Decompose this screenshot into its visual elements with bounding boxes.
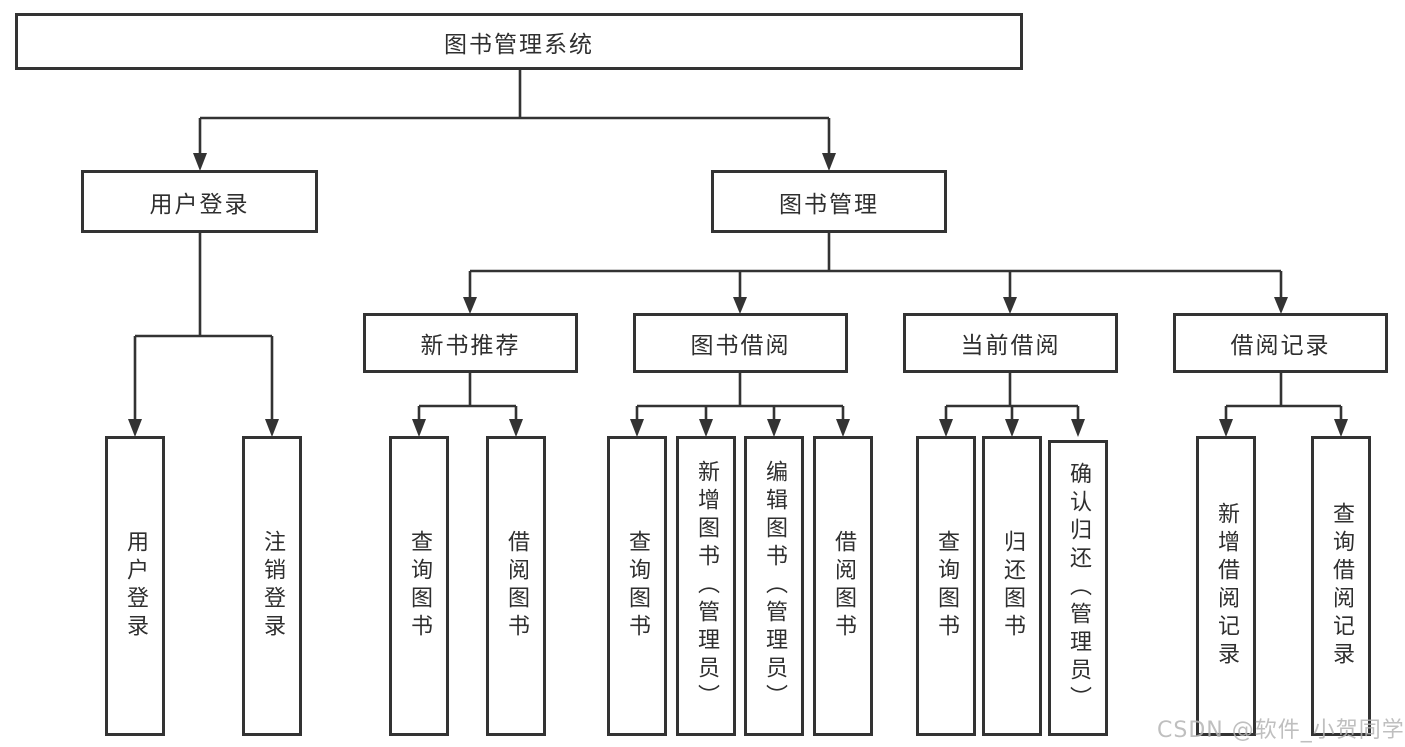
leaf-label: 借阅图书 <box>831 530 856 642</box>
arrow-down-icon <box>836 419 850 437</box>
node-borrow-records: 借阅记录 <box>1173 313 1388 373</box>
arrow-down-icon <box>463 297 477 314</box>
branch-user-login <box>128 232 279 437</box>
node-user-login: 用户登录 <box>81 170 318 233</box>
node-book-management: 图书管理 <box>711 170 947 233</box>
leaf-label: 用户登录 <box>123 530 148 642</box>
arrow-down-icon <box>1274 297 1288 314</box>
arrow-down-icon <box>193 153 207 171</box>
arrow-down-icon <box>265 419 279 437</box>
leaf-label: 查询借阅记录 <box>1329 502 1354 670</box>
leaf-label: 注销登录 <box>260 530 285 642</box>
arrow-down-icon <box>1334 419 1348 437</box>
node-leaf-add-borrow-record: 新增借阅记录 <box>1196 436 1256 736</box>
arrow-down-icon <box>412 419 426 437</box>
branch-book-management <box>463 232 1288 314</box>
node-leaf-confirm-return-admin: 确认归还（管理员） <box>1048 440 1108 736</box>
arrow-down-icon <box>128 419 142 437</box>
leaf-label: 确认归还（管理员） <box>1066 462 1091 714</box>
leaf-label: 借阅图书 <box>504 530 529 642</box>
leaf-label: 新增借阅记录 <box>1214 502 1239 670</box>
arrow-down-icon <box>1005 419 1019 437</box>
leaf-label: 归还图书 <box>1000 530 1025 642</box>
arrow-down-icon <box>1003 297 1017 314</box>
branch-root <box>193 70 836 171</box>
arrow-down-icon <box>939 419 953 437</box>
node-leaf-query-book-3: 查询图书 <box>916 436 976 736</box>
arrow-down-icon <box>509 419 523 437</box>
node-leaf-user-login: 用户登录 <box>105 436 165 736</box>
arrow-down-icon <box>1219 419 1233 437</box>
node-leaf-logout: 注销登录 <box>242 436 302 736</box>
node-leaf-return-book: 归还图书 <box>982 436 1042 736</box>
node-leaf-edit-book-admin: 编辑图书（管理员） <box>744 436 804 736</box>
branch-current-borrow <box>939 373 1085 437</box>
node-leaf-query-borrow-record: 查询借阅记录 <box>1311 436 1371 736</box>
node-root: 图书管理系统 <box>15 13 1023 70</box>
arrow-down-icon <box>1071 419 1085 437</box>
node-new-book-recommend: 新书推荐 <box>363 313 578 373</box>
node-leaf-add-book-admin: 新增图书（管理员） <box>676 436 736 736</box>
branch-book-borrow <box>630 373 850 437</box>
arrow-down-icon <box>822 153 836 171</box>
node-leaf-query-book-1: 查询图书 <box>389 436 449 736</box>
leaf-label: 新增图书（管理员） <box>694 460 719 712</box>
leaf-label: 查询图书 <box>407 530 432 642</box>
arrow-down-icon <box>630 419 644 437</box>
arrow-down-icon <box>733 297 747 314</box>
arrow-down-icon <box>699 419 713 437</box>
leaf-label: 编辑图书（管理员） <box>762 460 787 712</box>
node-leaf-query-book-2: 查询图书 <box>607 436 667 736</box>
node-book-borrow: 图书借阅 <box>633 313 848 373</box>
leaf-label: 查询图书 <box>625 530 650 642</box>
node-leaf-borrow-book-2: 借阅图书 <box>813 436 873 736</box>
leaf-label: 查询图书 <box>934 530 959 642</box>
arrow-down-icon <box>767 419 781 437</box>
node-leaf-borrow-book-1: 借阅图书 <box>486 436 546 736</box>
branch-new-book-recommend <box>412 373 523 437</box>
node-current-borrow: 当前借阅 <box>903 313 1118 373</box>
branch-borrow-records <box>1219 373 1348 437</box>
csdn-watermark: CSDN @软件_小贺同学 <box>1157 718 1405 743</box>
